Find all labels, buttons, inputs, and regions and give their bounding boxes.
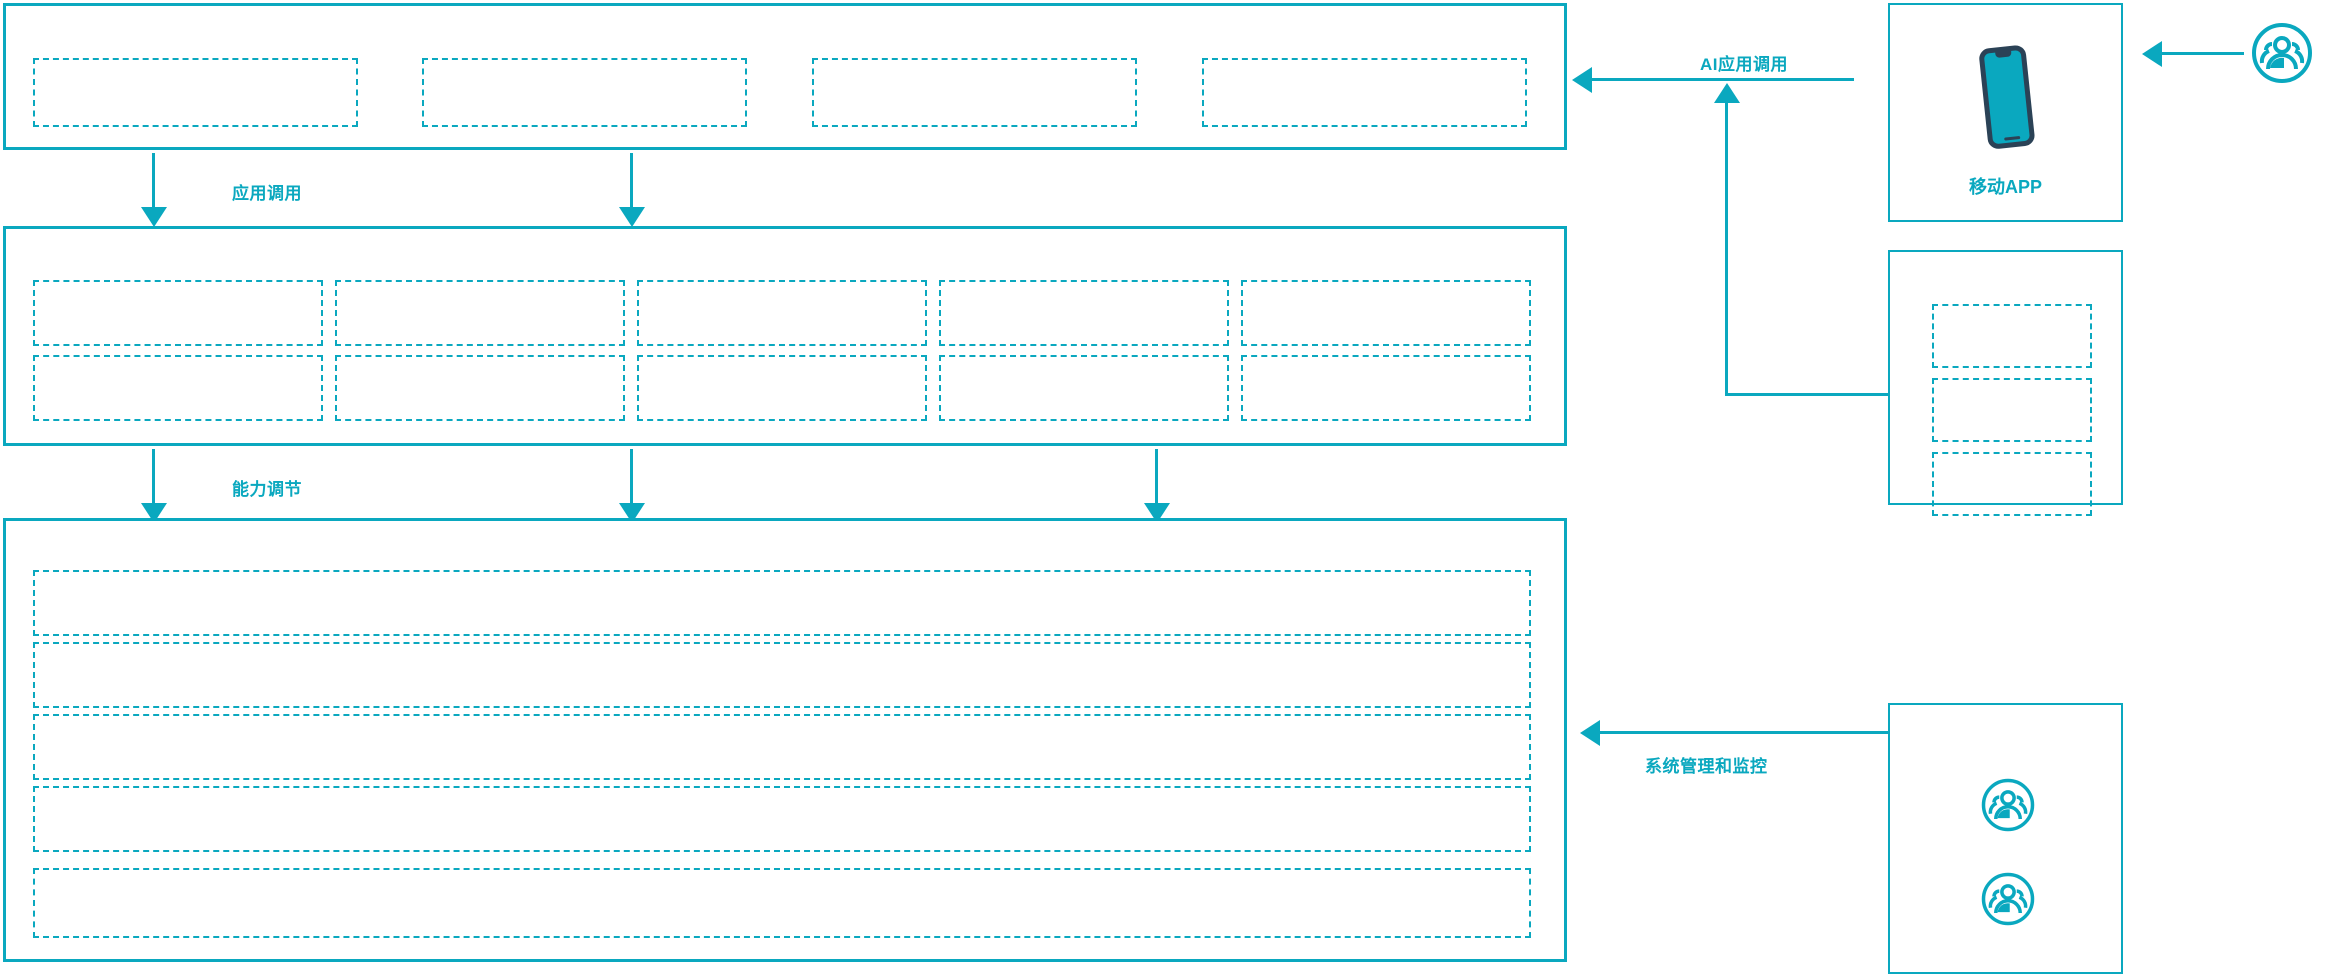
- app-invoke-label: 应用调用: [232, 184, 302, 203]
- ai-app-invoke-arrowhead: [1572, 67, 1592, 93]
- capability-layer-panel: [3, 226, 1567, 446]
- platform-row-4[interactable]: [33, 786, 1531, 852]
- admin-panel: [1888, 703, 2123, 974]
- channel-panel: [1888, 250, 2123, 516]
- mobile-app-label: 移动APP: [1968, 177, 2042, 197]
- app-invoke-arrowhead-left: [141, 207, 167, 227]
- capability-slot-r1c2[interactable]: [335, 280, 625, 346]
- channel-slot-1[interactable]: [1932, 304, 2092, 368]
- capability-slot-r1c3[interactable]: [637, 280, 927, 346]
- ai-app-invoke-vertical-line: [1725, 100, 1728, 395]
- admin-users-group-icon-2[interactable]: [1980, 871, 2036, 927]
- mobile-phone-icon: [1979, 45, 2035, 149]
- capability-slot-r2c4[interactable]: [939, 355, 1229, 421]
- ai-app-invoke-horizontal-line: [1592, 78, 1854, 81]
- platform-row-3[interactable]: [33, 714, 1531, 780]
- ai-app-invoke-vertical-arrowhead: [1714, 83, 1740, 103]
- capability-adjust-line-2: [630, 449, 633, 509]
- capability-slot-r2c5[interactable]: [1241, 355, 1531, 421]
- end-user-users-group-icon: [2252, 23, 2312, 83]
- channel-slot-3[interactable]: [1932, 452, 2092, 516]
- platform-row-5[interactable]: [33, 868, 1531, 938]
- app-invoke-connector-line-left: [152, 153, 155, 213]
- admin-users-group-icon-1[interactable]: [1980, 777, 2036, 833]
- capability-slot-r2c2[interactable]: [335, 355, 625, 421]
- platform-row-2[interactable]: [33, 642, 1531, 708]
- mobile-app-panel: 移动APP: [1888, 3, 2123, 222]
- application-slot-1[interactable]: [33, 58, 358, 127]
- capability-adjust-label: 能力调节: [232, 480, 302, 499]
- app-invoke-connector-line-right: [630, 153, 633, 213]
- system-manage-monitor-arrowhead: [1580, 720, 1600, 746]
- platform-row-1[interactable]: [33, 570, 1531, 636]
- ai-app-invoke-label: AI应用调用: [1700, 55, 1788, 74]
- capability-slot-r1c5[interactable]: [1241, 280, 1531, 346]
- system-manage-monitor-label: 系统管理和监控: [1645, 757, 1768, 776]
- capability-adjust-line-3: [1155, 449, 1158, 509]
- application-slot-2[interactable]: [422, 58, 747, 127]
- application-slot-3[interactable]: [812, 58, 1137, 127]
- capability-slot-r1c1[interactable]: [33, 280, 323, 346]
- end-user-to-app-arrowhead: [2142, 41, 2162, 67]
- app-invoke-arrowhead-right: [619, 207, 645, 227]
- capability-adjust-line-1: [152, 449, 155, 509]
- capability-slot-r2c3[interactable]: [637, 355, 927, 421]
- ai-app-invoke-branch-line: [1725, 393, 1890, 396]
- application-slot-4[interactable]: [1202, 58, 1527, 127]
- capability-slot-r2c1[interactable]: [33, 355, 323, 421]
- capability-slot-r1c4[interactable]: [939, 280, 1229, 346]
- end-user-to-app-line: [2162, 52, 2244, 55]
- platform-layer-panel: [3, 518, 1567, 962]
- channel-slot-2[interactable]: [1932, 378, 2092, 442]
- system-manage-monitor-line: [1600, 731, 1888, 734]
